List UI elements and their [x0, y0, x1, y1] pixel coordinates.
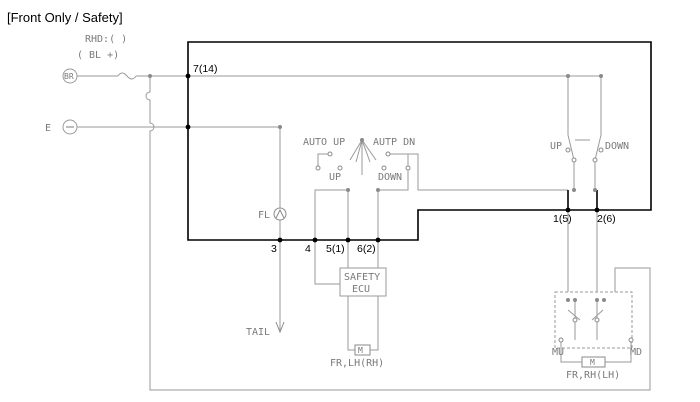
motor-left-icon: M [354, 344, 371, 356]
safety-ecu-box [339, 267, 387, 297]
main-wiring [187, 41, 652, 241]
autp-dn-label: AUTP DN [373, 137, 415, 148]
down-right-label: DOWN [605, 141, 629, 152]
up-label: UP [329, 172, 341, 183]
lamp-icon [273, 207, 287, 221]
ground-label: E [45, 123, 51, 134]
fl-label: FL [258, 210, 270, 221]
pin-5-label: 5(1) [326, 243, 345, 255]
mu-label: MU [552, 347, 564, 358]
md-label: MD [630, 347, 642, 358]
bl-label: ( BL +) [77, 50, 119, 61]
switch-contacts [315, 147, 634, 343]
pin-2-label: 2(6) [597, 213, 616, 225]
diagram-title: [Front Only / Safety] [7, 10, 123, 25]
auto-up-label: AUTO UP [303, 137, 345, 148]
motor-left-label: FR,LH(RH) [330, 358, 384, 369]
junctions [148, 73, 606, 302]
svg-text:BR: BR [64, 72, 74, 81]
ecu-label: ECU [352, 284, 370, 295]
ground-terminal [62, 119, 78, 135]
tail-arrow-icon [275, 321, 285, 334]
svg-text:M: M [590, 358, 595, 367]
rhd-label: RHD:( ) [85, 34, 127, 45]
motor-right-icon: M [581, 356, 606, 368]
safety-label: SAFETY [344, 272, 380, 283]
br-terminal: BR [62, 68, 78, 84]
pin-3-label: 3 [271, 243, 277, 255]
tail-label: TAIL [246, 327, 270, 338]
pin-7-label: 7(14) [193, 63, 218, 75]
down-label: DOWN [378, 172, 402, 183]
fuse-symbol [117, 72, 137, 80]
aux-wiring [77, 75, 651, 391]
pin-6-label: 6(2) [357, 243, 376, 255]
svg-text:M: M [358, 346, 363, 355]
motor-right-label: FR,RH(LH) [566, 370, 620, 381]
pin-1-label: 1(5) [553, 213, 572, 225]
up-right-label: UP [550, 141, 562, 152]
pin-4-label: 4 [305, 243, 311, 255]
